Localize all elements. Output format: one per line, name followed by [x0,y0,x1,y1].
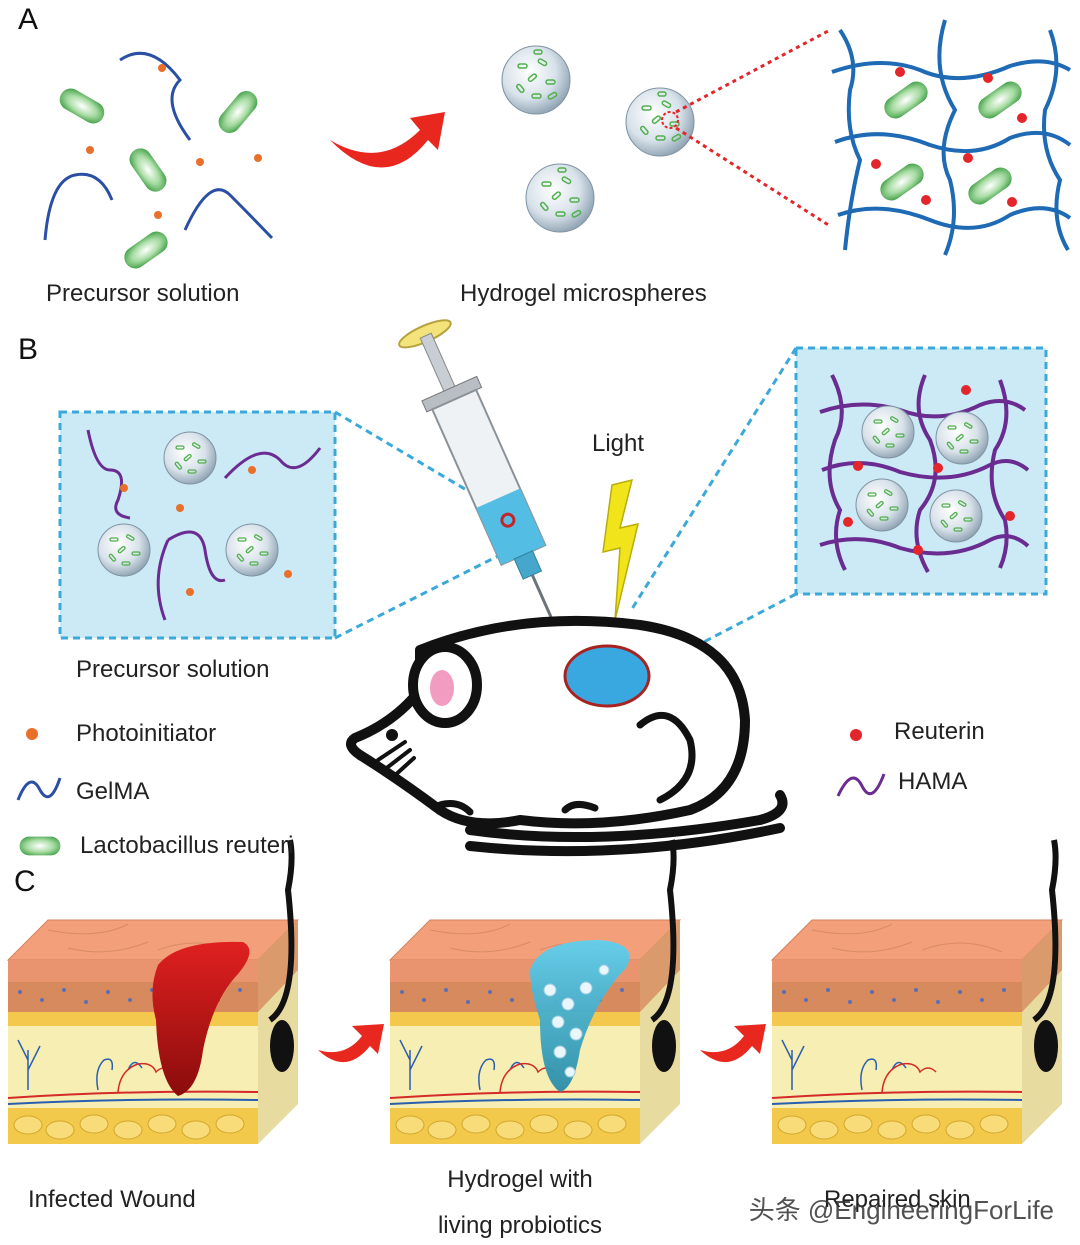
syringe [398,319,565,646]
label-infected-wound: Infected Wound [28,1186,196,1213]
label-hydrogel-microspheres: Hydrogel microspheres [460,280,707,307]
panel-label-c: C [14,865,36,898]
arrow-c1 [318,1024,384,1063]
legend-hama: HAMA [898,768,968,795]
arrow-c2 [700,1024,766,1063]
watermark: 头条 @EngineeringForLife [748,1195,1054,1225]
legend-photoinitiator: Photoinitiator [76,720,217,747]
label-light: Light [592,430,645,457]
legend-gelma: GelMA [76,778,150,805]
panel-b-left-box [58,410,501,640]
label-hydrogel-with: Hydrogel with [447,1166,593,1193]
legend-symbols [16,728,886,856]
panel-label-a: A [18,3,39,36]
panel-label-b: B [18,333,39,366]
label-living-probiotics: living probiotics [437,1212,603,1239]
arrow-a [330,112,445,168]
skin-hydrogel [390,840,680,1144]
label-precursor-a: Precursor solution [46,280,240,307]
panel-a-network-contents [871,67,1027,209]
lightning-bolt [602,478,640,621]
label-precursor-b: Precursor solution [76,656,270,683]
mouse [346,615,788,857]
legend-lactobacillus: Lactobacillus reuteri [80,832,294,859]
label-repaired-skin: Repaired skin [824,1186,971,1213]
skin-infected [8,840,298,1144]
legend-reuterin: Reuterin [894,718,985,745]
panel-a-precursor [43,51,274,273]
skin-repaired [772,840,1062,1144]
panel-a-network [831,19,1072,256]
injection-site [563,644,651,708]
panel-b-right-box [628,346,1048,672]
panel-a-microspheres [501,28,831,233]
